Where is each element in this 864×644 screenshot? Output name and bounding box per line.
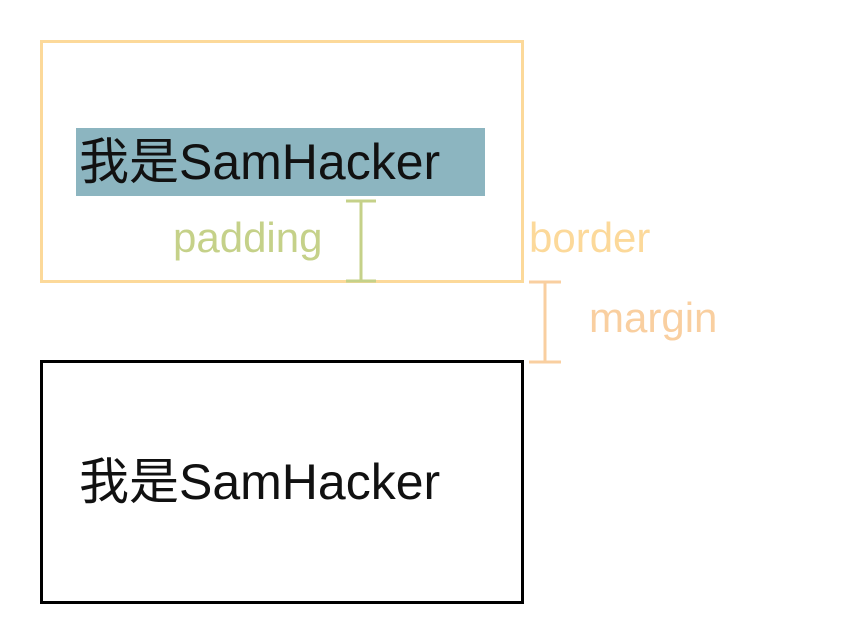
bottom-box-content-text: 我是SamHacker <box>79 454 441 510</box>
margin-dimension-icon <box>529 280 561 364</box>
padding-dimension-icon <box>346 199 376 283</box>
border-label: border <box>529 214 651 261</box>
top-box-border <box>40 40 524 283</box>
bottom-box-border <box>40 360 524 604</box>
padding-label: padding <box>173 214 323 261</box>
content-area-highlight <box>76 128 485 196</box>
top-box-content-text: 我是SamHacker <box>79 134 441 190</box>
margin-label: margin <box>589 294 718 341</box>
